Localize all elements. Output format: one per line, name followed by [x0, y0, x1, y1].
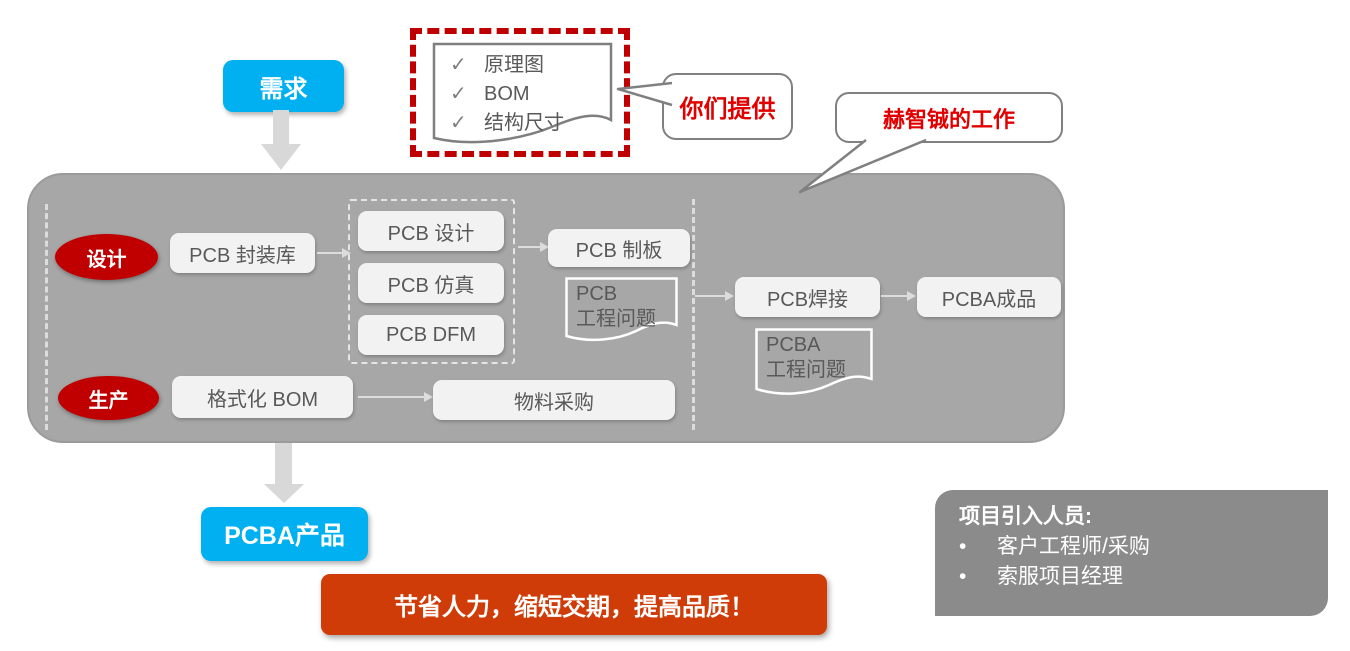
down-arrow-1-shaft [273, 110, 289, 144]
checklist-item: ✓ 原理图 [450, 51, 600, 80]
checklist-item-label: BOM [484, 83, 530, 105]
lane-divider-right [692, 199, 695, 430]
lane-divider-left [45, 204, 48, 430]
benefit-banner: 节省人力，缩短交期，提高品质！ [321, 574, 827, 635]
checklist-item: ✓ 结构尺寸 [450, 109, 600, 138]
check-icon: ✓ [450, 112, 467, 134]
document-wave-shape [432, 42, 613, 144]
pcb-fabrication-node: PCB 制板 [548, 229, 690, 267]
lane-design: 设计 [55, 234, 158, 280]
document-wave-shape [565, 277, 678, 342]
pcba-product-node: PCBA产品 [201, 507, 368, 561]
pcb-issue-document: PCB 工程问题 [565, 277, 678, 345]
arrow-group-to-fabrication [518, 242, 549, 252]
personnel-item-label: 索服项目经理 [997, 565, 1123, 588]
callout-customer-tail [616, 81, 673, 107]
check-icon: ✓ [450, 83, 467, 105]
bullet-icon: • [959, 535, 967, 558]
callout-customer-bubble: 你们提供 [662, 73, 793, 140]
pcba-finished-node: PCBA成品 [917, 277, 1061, 317]
arrow-to-soldering [695, 291, 734, 301]
down-arrow-2-head [264, 484, 304, 503]
pcba-issue-line2: 工程问题 [766, 359, 846, 381]
pcb-library-node: PCB 封装库 [170, 233, 315, 273]
checklist-item-label: 原理图 [484, 54, 544, 76]
down-arrow-2-shaft [275, 443, 292, 484]
checklist-item: ✓ BOM [450, 80, 600, 109]
pcb-issue-line2: 工程问题 [576, 308, 656, 330]
pcb-simulation-node: PCB 仿真 [358, 263, 504, 303]
arrow-library-to-group [317, 248, 351, 258]
pcba-issue-line1: PCBA [766, 334, 821, 356]
pcba-issue-document: PCBA 工程问题 [755, 328, 873, 398]
arrow-soldering-to-finished [881, 291, 916, 301]
demand-node: 需求 [223, 60, 344, 112]
pcb-soldering-node: PCB焊接 [735, 277, 880, 317]
callout-company-tail [798, 138, 927, 194]
personnel-item: • 索服项目经理 [959, 562, 1314, 592]
callout-company-bubble: 赫智铖的工作 [835, 92, 1063, 143]
checklist-document: ✓ 原理图 ✓ BOM ✓ 结构尺寸 [432, 42, 613, 154]
personnel-item-label: 客户工程师/采购 [997, 535, 1150, 558]
material-purchasing-node: 物料采购 [433, 380, 675, 420]
lane-production: 生产 [58, 376, 159, 420]
personnel-item: • 客户工程师/采购 [959, 532, 1314, 562]
personnel-panel-title: 项目引入人员: [959, 505, 1092, 528]
checklist-item-label: 结构尺寸 [484, 112, 564, 134]
bullet-icon: • [959, 565, 967, 588]
personnel-panel: 项目引入人员: • 客户工程师/采购 • 索服项目经理 [935, 490, 1328, 616]
document-wave-shape [755, 328, 873, 395]
down-arrow-1-head [261, 144, 301, 170]
check-icon: ✓ [450, 54, 467, 76]
pcb-dfm-node: PCB DFM [358, 315, 504, 355]
arrow-bom-to-purchasing [358, 392, 433, 402]
format-bom-node: 格式化 BOM [172, 376, 353, 418]
pcb-design-group-frame [348, 199, 515, 364]
pcb-issue-line1: PCB [576, 283, 618, 305]
pcb-design-node: PCB 设计 [358, 211, 504, 251]
